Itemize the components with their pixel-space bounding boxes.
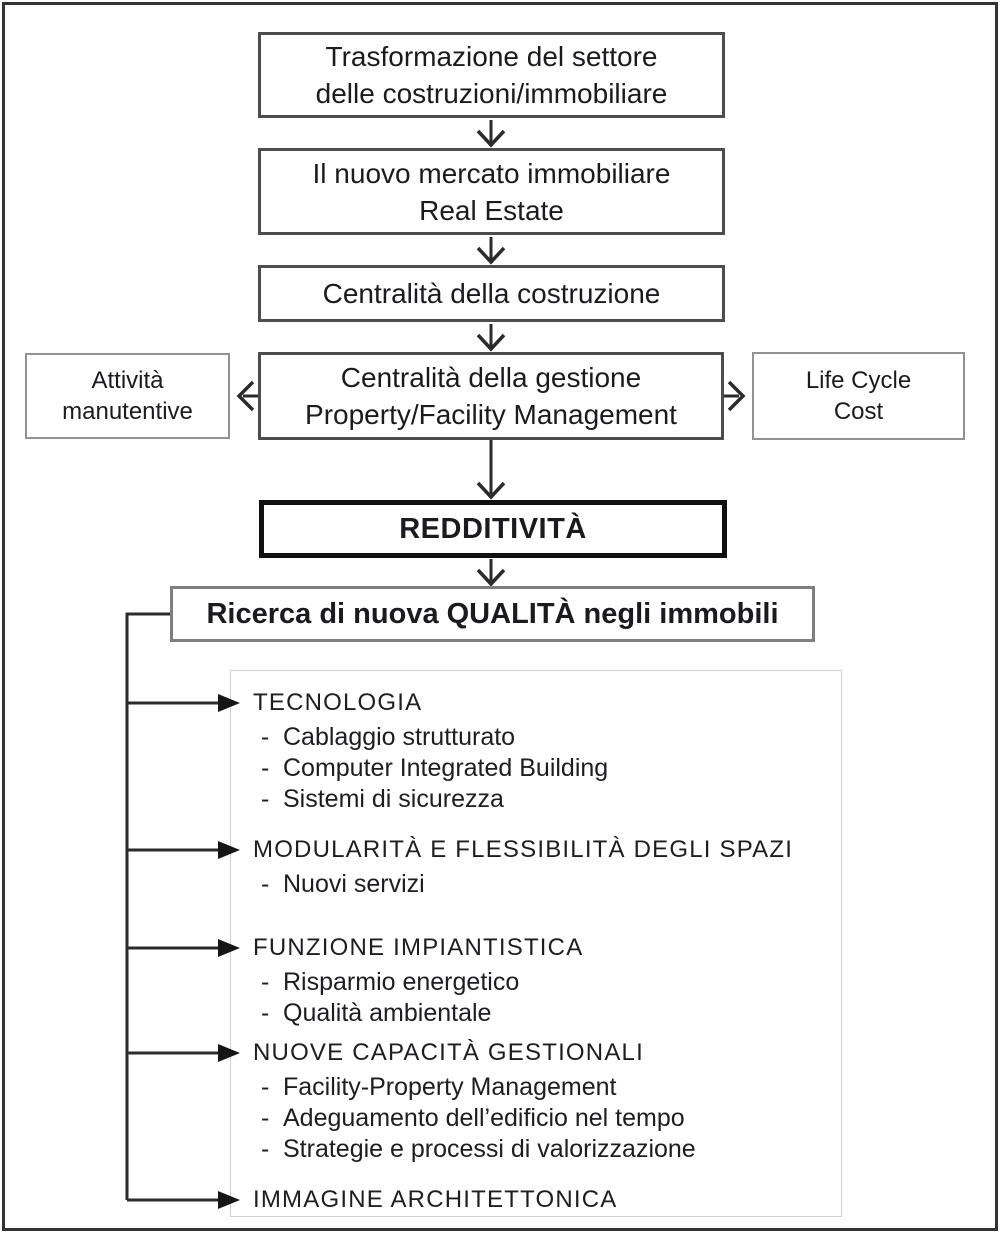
section-immagine-heading: IMMAGINE ARCHITETTONICA <box>253 1186 618 1213</box>
section-capacita: NUOVE CAPACITÀ GESTIONALI - Facility-Pro… <box>253 1040 696 1165</box>
bullet-dash: - <box>261 1073 270 1101</box>
arrow-down-management-to-profitability <box>476 440 506 500</box>
section-modularita-heading: MODULARITÀ E FLESSIBILITÀ DEGLI SPAZI <box>253 836 794 863</box>
section-funzione: FUNZIONE IMPIANTISTICA - Risparmio energ… <box>253 935 583 1029</box>
bullet-dash: - <box>261 1104 270 1132</box>
quality-panel <box>230 670 842 1217</box>
section-immagine: IMMAGINE ARCHITETTONICA <box>253 1187 618 1219</box>
list-item: - Computer Integrated Building <box>253 753 608 784</box>
bullet-dash: - <box>261 723 270 751</box>
list-item: - Risparmio energetico <box>253 967 583 998</box>
list-item: - Adeguamento dell’edificio nel tempo <box>253 1103 696 1134</box>
branch-arrowhead-modularita <box>218 841 240 859</box>
node-new-market-line2: Real Estate <box>419 194 564 226</box>
list-item-text: Risparmio energetico <box>283 968 520 996</box>
node-management-centrality-line1: Centralità della gestione <box>340 362 642 393</box>
arrow-left-to-maintenance <box>236 380 258 412</box>
node-new-market-line1: Il nuovo mercato immobiliare <box>312 157 671 189</box>
list-item: - Facility-Property Management <box>253 1072 696 1103</box>
list-item-text: Nuovi servizi <box>283 870 425 898</box>
section-capacita-heading: NUOVE CAPACITÀ GESTIONALI <box>253 1039 644 1066</box>
node-maintenance-line2: manutentive <box>62 398 193 425</box>
bullet-dash: - <box>261 870 270 898</box>
bullet-dash: - <box>261 754 270 782</box>
section-funzione-heading: FUNZIONE IMPIANTISTICA <box>253 934 584 961</box>
node-transformation-line2: delle costruzioni/immobiliare <box>315 78 668 109</box>
branch-arrowhead-funzione <box>218 939 240 957</box>
node-transformation: Trasformazione del settore delle costruz… <box>258 32 725 118</box>
list-item-text: Sistemi di sicurezza <box>283 785 504 813</box>
node-transformation-line1: Trasformazione del settore <box>325 41 658 72</box>
node-maintenance-line1: Attività <box>91 367 164 394</box>
list-item: - Strategie e processi di valorizzazione <box>253 1134 696 1165</box>
node-quality-search: Ricerca di nuova QUALITÀ negli immobili <box>170 586 815 642</box>
bullet-dash: - <box>261 785 270 813</box>
list-item: - Sistemi di sicurezza <box>253 784 608 815</box>
arrow-down-construction-to-management <box>476 324 506 352</box>
list-item-text: Facility-Property Management <box>283 1073 617 1101</box>
list-item-text: Qualità ambientale <box>283 999 492 1027</box>
node-profitability: REDDITIVITÀ <box>259 500 727 558</box>
node-quality-search-line1: Ricerca di nuova QUALITÀ negli immobili <box>206 597 779 630</box>
branch-arrowhead-capacita <box>218 1044 240 1062</box>
arrow-down-transformation-to-market <box>476 120 506 148</box>
node-management-centrality-line2: Property/Facility Management <box>305 399 677 430</box>
branch-arrowhead-tecnologia <box>218 694 240 712</box>
node-life-cycle-cost-line2: Cost <box>833 398 884 425</box>
list-item: - Nuovi servizi <box>253 869 793 900</box>
branch-arrowhead-immagine <box>218 1191 240 1209</box>
arrow-down-profitability-to-quality <box>476 559 506 587</box>
node-construction-centrality: Centralità della costruzione <box>258 265 725 322</box>
node-life-cycle-cost: Life Cycle Cost <box>752 352 965 440</box>
bullet-dash: - <box>261 968 270 996</box>
node-new-market: Il nuovo mercato immobiliare Real Estate <box>258 148 725 235</box>
node-profitability-line1: REDDITIVITÀ <box>399 512 587 545</box>
bullet-dash: - <box>261 999 270 1027</box>
node-maintenance: Attività manutentive <box>25 353 230 439</box>
arrow-down-market-to-construction <box>476 237 506 265</box>
arrow-right-to-life-cycle <box>724 380 746 412</box>
list-item-text: Computer Integrated Building <box>283 754 609 782</box>
node-management-centrality: Centralità della gestione Property/Facil… <box>258 352 724 440</box>
node-life-cycle-cost-line1: Life Cycle <box>805 367 912 394</box>
section-tecnologia: TECNOLOGIA - Cablaggio strutturato - Com… <box>253 690 608 815</box>
list-item-text: Strategie e processi di valorizzazione <box>283 1135 696 1163</box>
list-item: - Cablaggio strutturato <box>253 722 608 753</box>
section-tecnologia-heading: TECNOLOGIA <box>253 689 423 716</box>
list-item-text: Adeguamento dell’edificio nel tempo <box>283 1104 685 1132</box>
quality-connector-tree <box>125 612 171 1200</box>
node-construction-centrality-line1: Centralità della costruzione <box>322 278 661 309</box>
list-item-text: Cablaggio strutturato <box>283 723 516 751</box>
section-modularita: MODULARITÀ E FLESSIBILITÀ DEGLI SPAZI - … <box>253 837 793 900</box>
list-item: - Qualità ambientale <box>253 998 583 1029</box>
bullet-dash: - <box>261 1135 270 1163</box>
